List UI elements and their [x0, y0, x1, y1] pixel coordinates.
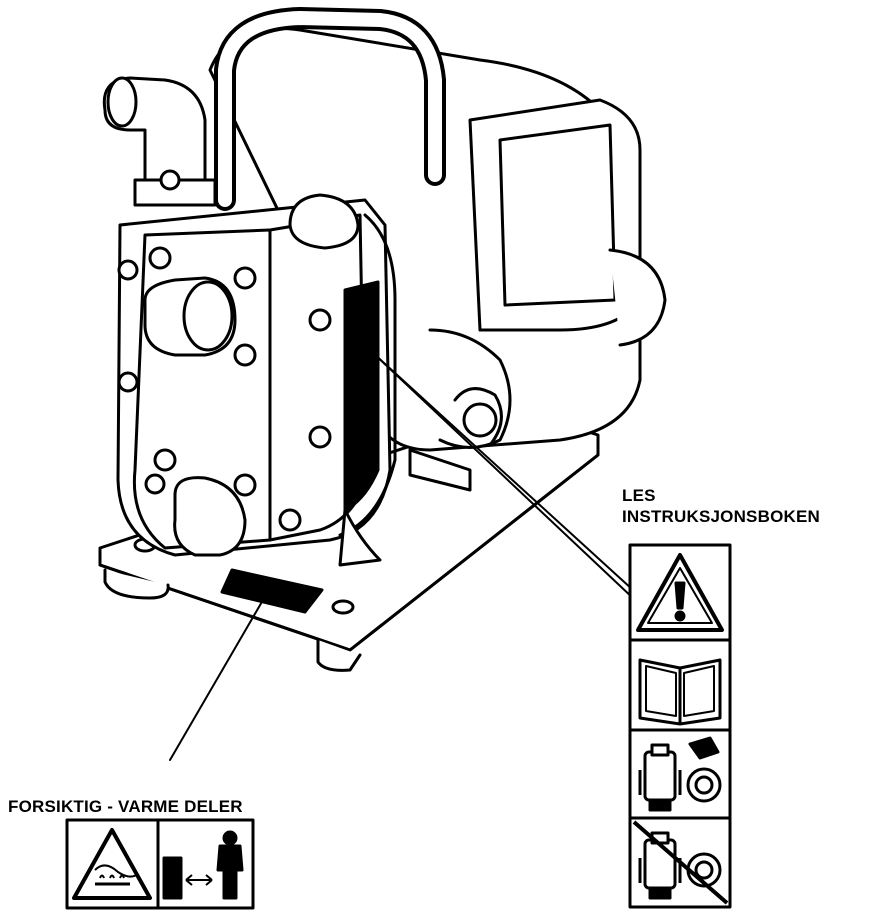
- fuel-pump-refill-icon: [638, 736, 722, 812]
- leader-lines: [169, 351, 636, 761]
- warning-triangle-icon: [636, 553, 724, 632]
- base-decal: [220, 568, 324, 614]
- engine-body: [208, 26, 667, 492]
- no-fuel-prohibition-icon: [632, 820, 729, 905]
- inlet-elbow: [102, 76, 217, 207]
- read-manual-label-line1: LES: [622, 486, 656, 505]
- carry-handle: [214, 7, 446, 211]
- pump-housing: [116, 193, 397, 567]
- open-book-icon: [638, 658, 722, 726]
- keep-distance-person-icon: [162, 830, 244, 900]
- safety-decal-strip: [628, 543, 732, 909]
- hot-parts-label: FORSIKTIG - VARME DELER: [8, 797, 243, 816]
- hot-parts-decal: [65, 818, 255, 910]
- read-manual-label-line2: INSTRUKSJONSBOKEN: [622, 507, 820, 526]
- hot-surface-icon: [72, 828, 152, 900]
